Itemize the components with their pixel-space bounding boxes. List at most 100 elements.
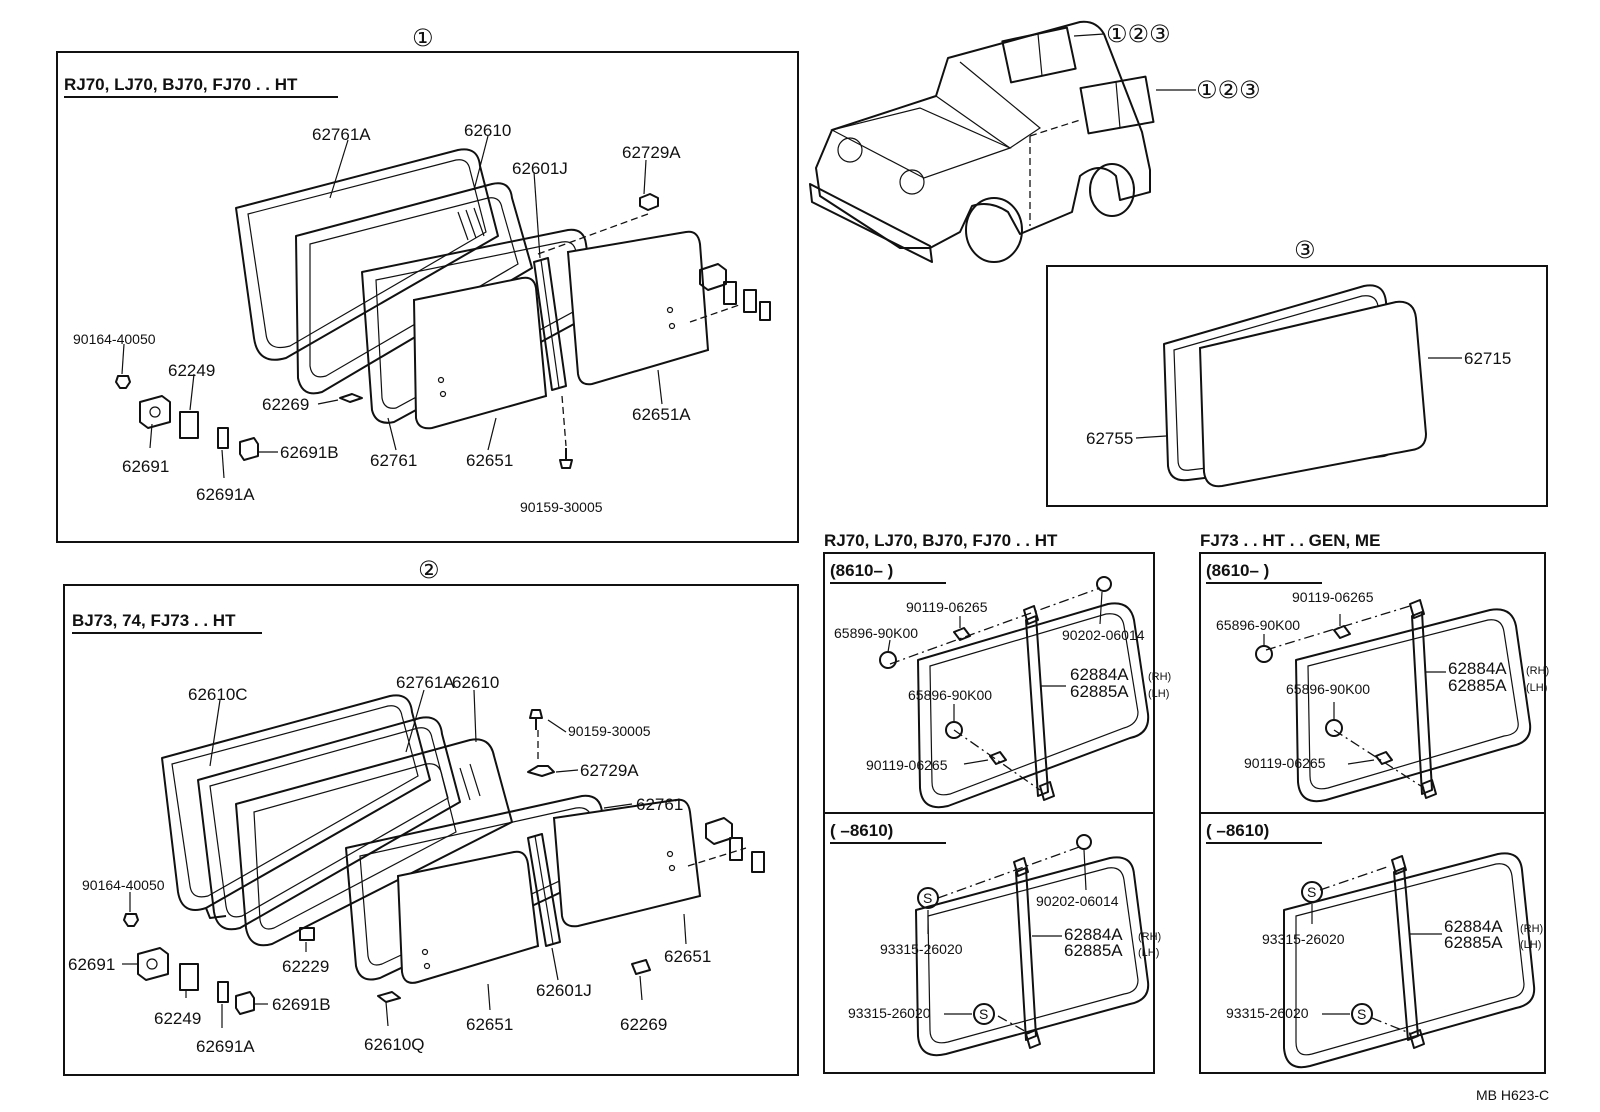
panel-5-sub-top: (8610– ) bbox=[1206, 561, 1269, 580]
p4-leader-g bbox=[963, 759, 989, 765]
panel-4-sub-top: (8610– ) bbox=[830, 561, 893, 580]
p1-lock-62691 bbox=[139, 395, 171, 429]
p2-lock-62691 bbox=[137, 947, 169, 981]
p5-part-65896-90k00: 65896-90K00 bbox=[1216, 617, 1300, 633]
p2-leader-n bbox=[551, 947, 559, 981]
p5-top-divider-bar bbox=[1411, 611, 1433, 795]
p4-bottom-dash bbox=[937, 845, 1083, 899]
p1-frame-hatch-2 bbox=[465, 209, 477, 239]
panel-3-frame bbox=[1046, 265, 1548, 507]
p4-part-90119-06265-2: 90119-06265 bbox=[866, 757, 948, 773]
p1-glass-sliding bbox=[412, 276, 548, 430]
p4-part-62884a: 62884A bbox=[1070, 665, 1129, 684]
p5-part-90119-06265: 90119-06265 bbox=[1292, 589, 1374, 605]
p1-part-62761a: 62761A bbox=[312, 125, 371, 144]
p1-part-62601j: 62601J bbox=[512, 159, 568, 178]
p4-part-65896-90k00: 65896-90K00 bbox=[834, 625, 918, 641]
p2-part-62761a: 62761A bbox=[396, 673, 455, 692]
p5-part-62885a-2: 62885A bbox=[1444, 933, 1503, 952]
vehicle-callout-side: ①②③ bbox=[1196, 77, 1261, 104]
p4-bottom-divider-bar bbox=[1015, 867, 1037, 1041]
p3-part-62755: 62755 bbox=[1086, 429, 1133, 448]
p2-weatherstrip-outer bbox=[197, 716, 461, 931]
p2-clip-62269 bbox=[631, 959, 651, 975]
p1-leader-a bbox=[329, 139, 349, 199]
p1-part-62651a: 62651A bbox=[632, 405, 691, 424]
p2-leader-o bbox=[683, 913, 687, 945]
p1-part-62691: 62691 bbox=[122, 457, 169, 476]
p5-part-93315-26020: 93315-26020 bbox=[1262, 931, 1345, 947]
p4-top-screw-2 bbox=[989, 751, 1007, 765]
panel-1-frame bbox=[56, 51, 799, 543]
vehicle-callout-top-leader bbox=[1073, 33, 1105, 37]
p5-leader-g bbox=[1347, 759, 1375, 765]
p5-bottom-hinge-2 bbox=[1409, 1029, 1425, 1049]
p1-part-62729a: 62729A bbox=[622, 143, 681, 162]
p2-part-62761: 62761 bbox=[636, 795, 683, 814]
p2-glass-hole-2 bbox=[423, 962, 431, 970]
p5-top-grommet bbox=[1255, 645, 1273, 663]
p1-leader-k bbox=[387, 417, 397, 451]
p5-bottom-s-marker-2 bbox=[1351, 1003, 1373, 1025]
p2-screw-90159 bbox=[529, 709, 543, 730]
p4-top-dash-2 bbox=[953, 729, 1041, 791]
p5-bottom-hinge bbox=[1391, 855, 1407, 875]
p2-leader-e bbox=[555, 769, 579, 773]
p1-latch-plate bbox=[723, 281, 737, 305]
p1-lock-knob bbox=[149, 406, 161, 418]
p1-leader-dash-3 bbox=[561, 395, 567, 447]
p1-bracket-62249 bbox=[179, 411, 199, 439]
p4-part-93315-26020-2: 93315-26020 bbox=[848, 1005, 931, 1021]
p1-weatherstrip-outer-inner bbox=[247, 159, 487, 349]
p2-latch-plate-2 bbox=[751, 851, 765, 873]
p1-part-62269: 62269 bbox=[262, 395, 309, 414]
p2-fixed-hole bbox=[666, 850, 674, 858]
p2-leader-q bbox=[385, 1001, 389, 1027]
p1-clip-62269 bbox=[339, 393, 363, 403]
panel-5: FJ73 . . HT . . GEN, ME (8610– ) ( –8610… bbox=[1199, 531, 1549, 1074]
p1-strike-62691a bbox=[217, 427, 229, 449]
panel-2: ② BJ73, 74, FJ73 . . HT bbox=[63, 557, 799, 1076]
p1-leader-m bbox=[657, 369, 663, 405]
panel-4-header: RJ70, LJ70, BJ70, FJ70 . . HT bbox=[824, 531, 1058, 550]
p1-part-62761: 62761 bbox=[370, 451, 417, 470]
p1-part-62691b: 62691B bbox=[280, 443, 339, 462]
p5-part-62884a-side: (RH) bbox=[1526, 665, 1549, 677]
p4-bottom-nut bbox=[1076, 834, 1092, 850]
p1-frame-hatch-3 bbox=[473, 207, 485, 237]
p2-leader-m bbox=[487, 983, 491, 1011]
p4-leader-b bbox=[887, 639, 891, 653]
p3-glass-62715 bbox=[1198, 300, 1428, 488]
p1-divider-line bbox=[540, 259, 560, 389]
p4-part-90119-06265: 90119-06265 bbox=[906, 599, 988, 615]
p2-block-62229 bbox=[299, 927, 315, 941]
p2-divider-bar bbox=[527, 833, 561, 947]
p5-bottom-dash-2 bbox=[1371, 1017, 1413, 1035]
p2-part-62610q: 62610Q bbox=[364, 1035, 425, 1054]
p5-top-hinge bbox=[1409, 599, 1425, 619]
p5-part-62885a-side: (LH) bbox=[1526, 682, 1547, 694]
p2-seal-tail bbox=[205, 907, 227, 919]
p1-part-90164-40050: 90164-40050 bbox=[73, 331, 156, 347]
p4-part-62885a-2-side: (LH) bbox=[1138, 947, 1159, 959]
p4-part-90202-06014-2: 90202-06014 bbox=[1036, 893, 1119, 909]
p4-top-screw bbox=[953, 627, 971, 641]
p1-leader-l bbox=[487, 417, 497, 451]
p4-top-grommet bbox=[879, 651, 897, 669]
p1-weatherstrip-outer bbox=[235, 148, 499, 361]
panel-2-header: BJ73, 74, FJ73 . . HT bbox=[72, 611, 236, 630]
p2-part-62691a: 62691A bbox=[196, 1037, 255, 1056]
p2-part-62229: 62229 bbox=[282, 957, 329, 976]
p5-part-62885a-2-side: (LH) bbox=[1520, 939, 1541, 951]
p2-catch-62691b bbox=[235, 991, 255, 1015]
vehicle-window-side bbox=[1079, 75, 1155, 135]
p4-top-window-frame-inner bbox=[929, 613, 1139, 796]
p4-bottom-hinge bbox=[1013, 857, 1029, 877]
p1-glass-fixed bbox=[566, 230, 710, 386]
p2-part-62691b: 62691B bbox=[272, 995, 331, 1014]
p1-fixed-hole bbox=[666, 306, 674, 314]
p2-leader-b bbox=[473, 689, 477, 743]
p4-leader-h bbox=[1083, 849, 1087, 891]
p5-bottom-s-label: S bbox=[1307, 884, 1316, 900]
